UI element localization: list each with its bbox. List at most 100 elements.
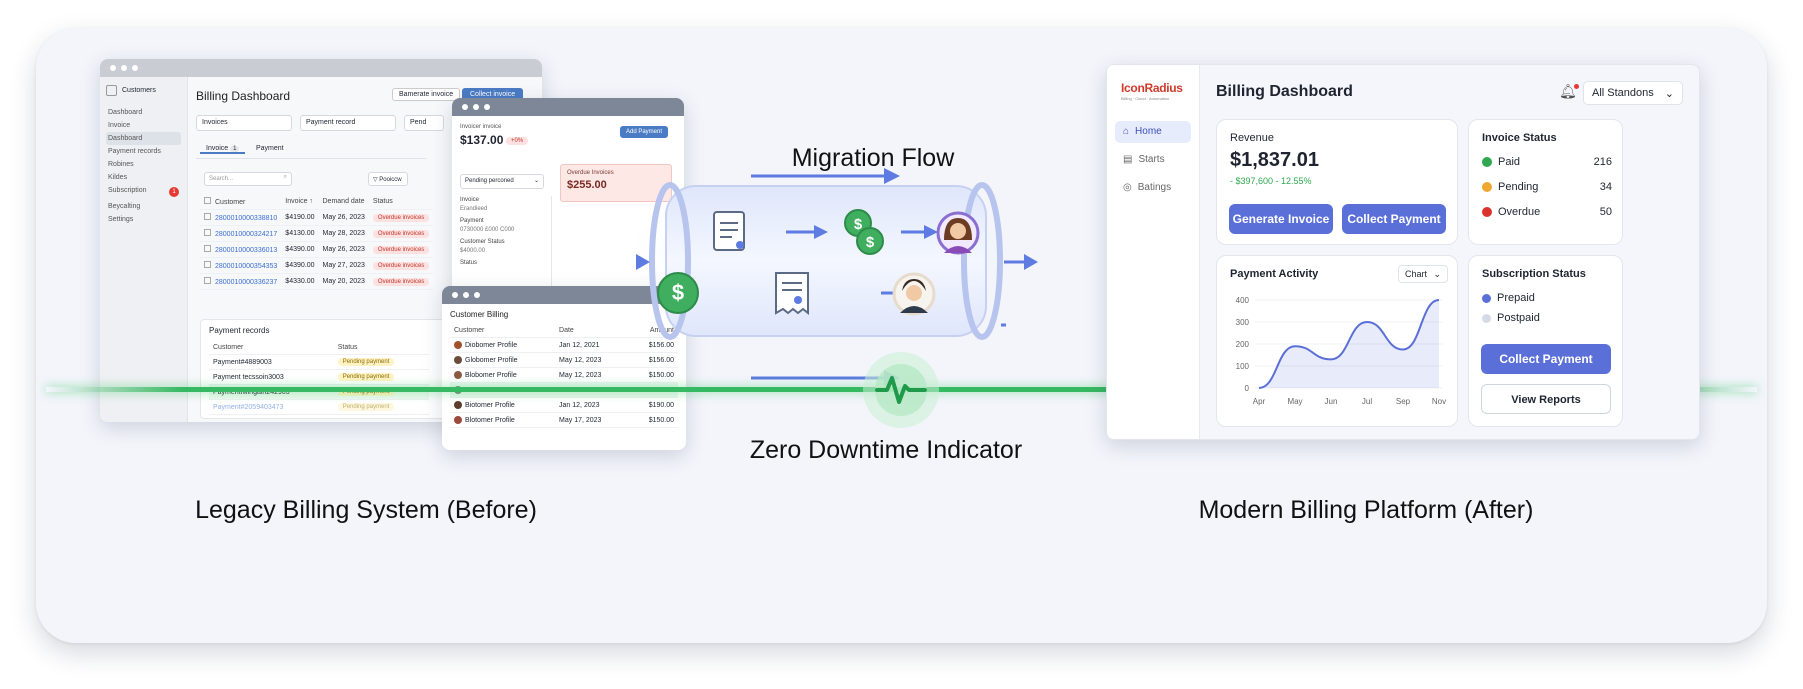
pending-filter[interactable]: Pend bbox=[404, 115, 444, 131]
settings-icon: ◎ bbox=[1123, 182, 1132, 193]
legacy-filter-button[interactable]: ▽ Pooiccw bbox=[368, 172, 408, 186]
column-header[interactable]: Customer bbox=[209, 341, 334, 355]
status-item-pending[interactable]: Pending 34 bbox=[1482, 181, 1612, 193]
collect-payment-button[interactable]: Collect Payment bbox=[1342, 204, 1446, 234]
revenue-label: Revenue bbox=[1230, 132, 1275, 144]
status-badge: Overdue invoices bbox=[372, 277, 430, 286]
column-header[interactable]: Customer bbox=[200, 194, 282, 210]
select-all-checkbox[interactable] bbox=[204, 197, 211, 204]
row-checkbox[interactable] bbox=[204, 277, 211, 284]
tab-payment[interactable]: Payment bbox=[256, 145, 284, 152]
sidebar-item-robines[interactable]: Robines bbox=[108, 161, 134, 168]
status-badge: Pending payment bbox=[337, 373, 395, 381]
legacy-search-input[interactable]: Search... ⌕ bbox=[204, 172, 292, 186]
row-checkbox[interactable] bbox=[204, 261, 211, 268]
sidebar-item-invoice[interactable]: Invoice bbox=[108, 122, 131, 129]
revenue-amount: $1,837.01 bbox=[1230, 149, 1319, 171]
subscription-item-postpaid[interactable]: Postpaid bbox=[1482, 312, 1540, 324]
flow-arrow-head bbox=[884, 168, 900, 184]
x-tick-label: Nov bbox=[1432, 397, 1446, 406]
legacy-invoice-table: Customer Invoice ↑ Demand date Status 28… bbox=[200, 194, 434, 290]
nav-starts[interactable]: ▤Starts bbox=[1123, 154, 1165, 165]
status-item-overdue[interactable]: Overdue 50 bbox=[1482, 206, 1612, 218]
svg-text:$: $ bbox=[866, 234, 875, 251]
home-icon: ⌂ bbox=[1123, 126, 1130, 137]
status-badge: Overdue invoices bbox=[372, 229, 430, 238]
invoices-filter[interactable]: Invoices bbox=[196, 115, 292, 131]
collect-payment-button-secondary[interactable]: Collect Payment bbox=[1481, 344, 1611, 374]
clock-icon bbox=[1482, 182, 1492, 192]
sidebar-item-dashboard-active[interactable]: Dashboard bbox=[106, 132, 181, 145]
add-payment-button[interactable]: Add Payment bbox=[620, 126, 669, 138]
zero-downtime-caption: Zero Downtime Indicator bbox=[749, 436, 1023, 464]
sidebar-item-beycalting[interactable]: Beycalting bbox=[108, 203, 141, 210]
column-header[interactable]: Demand date bbox=[318, 194, 369, 210]
account-dropdown[interactable]: All Standons⌄ bbox=[1583, 81, 1683, 105]
legacy-sidebar-header[interactable]: Customers bbox=[106, 85, 181, 96]
sidebar-item-dashboard[interactable]: Dashboard bbox=[108, 109, 143, 116]
nav-home[interactable]: ⌂Home bbox=[1115, 121, 1191, 143]
legacy-titlebar bbox=[100, 59, 542, 77]
payment-record-filter[interactable]: Payment record bbox=[300, 115, 396, 131]
dollar-coin-icon: $ bbox=[657, 272, 699, 314]
row-checkbox[interactable] bbox=[204, 213, 211, 220]
check-circle-icon bbox=[1482, 157, 1492, 167]
sidebar-item-kildes[interactable]: Kildes bbox=[108, 174, 128, 181]
column-header[interactable]: Invoice ↑ bbox=[281, 194, 319, 210]
subscription-status-panel: Subscription Status Prepaid Postpaid Col… bbox=[1468, 255, 1623, 427]
sidebar-item-payment-records[interactable]: Payment records bbox=[108, 148, 161, 155]
nav-batings[interactable]: ◎Batings bbox=[1123, 182, 1172, 193]
sidebar-item-subscription[interactable]: Subscription 1 bbox=[106, 184, 181, 200]
x-tick-label: Sep bbox=[1396, 397, 1411, 406]
modern-window: IconRadius Billing · Cloud · Automation … bbox=[1106, 64, 1700, 440]
row-checkbox[interactable] bbox=[204, 229, 211, 236]
iconradius-logo[interactable]: IconRadius Billing · Cloud · Automation bbox=[1121, 81, 1183, 101]
status-badge: Overdue invoices bbox=[372, 261, 430, 270]
subscription-item-prepaid[interactable]: Prepaid bbox=[1482, 292, 1535, 304]
modern-page-title: Billing Dashboard bbox=[1216, 83, 1353, 100]
tab-invoice[interactable]: Invoice 1 bbox=[200, 145, 246, 154]
flow-arrow-head bbox=[1024, 254, 1038, 270]
column-header[interactable]: Customer bbox=[450, 324, 556, 338]
column-header[interactable]: Date bbox=[555, 324, 630, 338]
invoice-status-dropdown[interactable]: Pending perconed ⌄ bbox=[460, 174, 544, 189]
legacy-page-title: Billing Dashboard bbox=[196, 89, 291, 103]
chart-type-dropdown[interactable]: Chart⌄ bbox=[1398, 265, 1448, 283]
svg-text:$: $ bbox=[672, 280, 684, 305]
collect-invoice-button[interactable]: Collect invoice bbox=[462, 88, 524, 101]
view-reports-button[interactable]: View Reports bbox=[1481, 384, 1611, 414]
status-badge: Overdue invoices bbox=[372, 245, 430, 254]
row-checkbox[interactable] bbox=[204, 245, 211, 252]
x-tick-label: May bbox=[1287, 397, 1302, 406]
dollar-coins-icon: $ $ bbox=[844, 209, 884, 255]
modern-sidebar: IconRadius Billing · Cloud · Automation … bbox=[1107, 65, 1200, 439]
legacy-caption: Legacy Billing System (Before) bbox=[195, 496, 537, 524]
generate-invoice-button[interactable]: Bamerate invoice bbox=[392, 88, 461, 101]
status-item-paid[interactable]: Paid 216 bbox=[1482, 156, 1612, 168]
legacy-tabs: Invoice 1 Payment bbox=[196, 141, 426, 159]
legacy-sidebar: Customers Dashboard Invoice Dashboard Pa… bbox=[100, 77, 188, 422]
column-header[interactable]: Status bbox=[368, 194, 434, 210]
x-tick-label: Apr bbox=[1253, 397, 1266, 406]
column-header[interactable]: Status bbox=[333, 341, 429, 355]
revenue-delta: - $397,600 - 12.55% bbox=[1230, 176, 1312, 186]
customer-billing-titlebar bbox=[442, 286, 686, 304]
sidebar-item-settings[interactable]: Settings bbox=[108, 216, 134, 223]
bell-icon[interactable]: 🔔︎ bbox=[1559, 83, 1579, 99]
generate-invoice-button[interactable]: Generate Invoice bbox=[1229, 204, 1333, 234]
